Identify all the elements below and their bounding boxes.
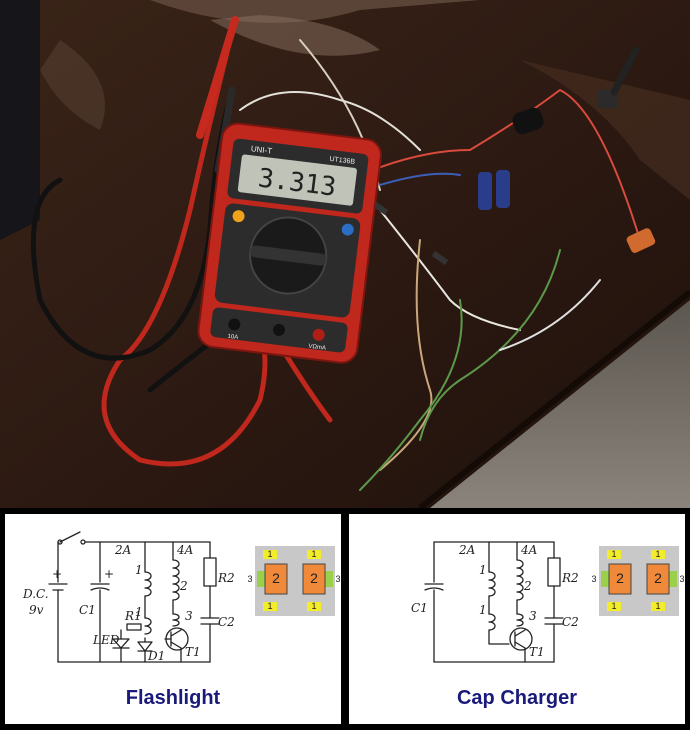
schematic-panel-flashlight: + D.C. 9v + C1 2A 1 1 4A 2 3 <box>3 512 343 726</box>
supply-voltage-label: 9v <box>29 603 44 617</box>
c1-label: C1 <box>79 603 96 617</box>
pad-module: 1 1 1 1 3 3 2 2 <box>247 546 341 616</box>
c1-label: C1 <box>411 601 428 615</box>
module-center-b: 2 <box>310 570 318 586</box>
d1-label: D1 <box>147 649 165 663</box>
module-center-a: 2 <box>616 570 624 586</box>
dot1-label: 1 <box>135 563 143 577</box>
bench-photo: 3.313 UNI-T UT136B 10A VΩmA <box>0 0 690 508</box>
t1-label: T1 <box>185 645 201 659</box>
module-pin-2: 1 <box>267 601 272 611</box>
supply-label: D.C. <box>22 587 49 601</box>
schematic-panel-cap-charger: C1 2A 1 1 4A 2 3 R2 C2 <box>347 512 687 726</box>
coil-2-label: 2 <box>523 579 532 593</box>
meter-port-10a: 10A <box>227 334 238 341</box>
module-center-a: 2 <box>272 570 280 586</box>
svg-text:+: + <box>52 567 62 581</box>
led-label: LED <box>92 633 120 647</box>
winding-b-label: 4A <box>176 543 194 557</box>
module-side-right: 3 <box>335 574 340 584</box>
module-pin-4: 1 <box>311 601 316 611</box>
svg-text:+: + <box>104 567 114 581</box>
dot2-label: 1 <box>135 605 143 619</box>
module-center-b: 2 <box>654 570 662 586</box>
c2-label: C2 <box>562 615 579 629</box>
module-side-left: 3 <box>591 574 596 584</box>
coil-3-label: 3 <box>185 609 193 623</box>
module-pin-3: 1 <box>655 549 660 559</box>
winding-a-label: 2A <box>458 543 476 557</box>
module-side-right: 3 <box>679 574 684 584</box>
meter-model: UT136B <box>329 156 356 166</box>
coil-2-label: 2 <box>179 579 188 593</box>
c2-label: C2 <box>218 615 235 629</box>
cap-charger-schematic: C1 2A 1 1 4A 2 3 R2 C2 <box>411 541 685 663</box>
module-pin-1: 1 <box>611 549 616 559</box>
dot2-label: 1 <box>479 603 487 617</box>
module-pin-4: 1 <box>655 601 660 611</box>
r2-label: R2 <box>217 571 235 585</box>
winding-a-label: 2A <box>114 543 132 557</box>
caption-flashlight: Flashlight <box>125 687 221 709</box>
module-pin-2: 1 <box>611 601 616 611</box>
t1-label: T1 <box>529 645 545 659</box>
meter-port-vohm: VΩmA <box>308 344 326 352</box>
winding-b-label: 4A <box>520 543 538 557</box>
module-side-left: 3 <box>247 574 252 584</box>
coil-3-label: 3 <box>529 609 537 623</box>
r1-label: R1 <box>124 609 142 623</box>
meter-brand: UNI-T <box>250 144 272 156</box>
r2-label: R2 <box>561 571 579 585</box>
dot1-label: 1 <box>479 563 487 577</box>
flashlight-schematic: + D.C. 9v + C1 2A 1 1 4A 2 3 <box>22 531 341 663</box>
caption-cap-charger: Cap Charger <box>456 687 578 709</box>
pad-module: 1 1 1 1 3 3 2 2 <box>591 546 685 616</box>
module-pin-3: 1 <box>311 549 316 559</box>
module-pin-1: 1 <box>267 549 272 559</box>
